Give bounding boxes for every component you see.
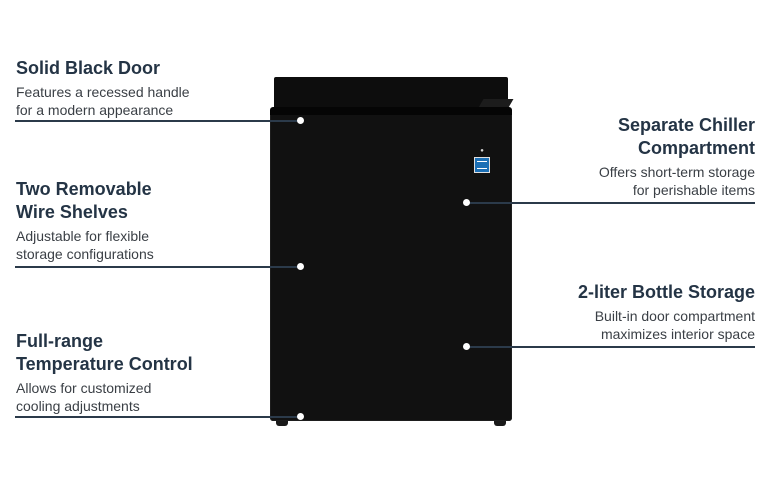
callout-description-line: Built-in door compartment: [594, 308, 755, 324]
callout-description: Features a recessed handle for a modern …: [16, 83, 190, 119]
callout-chiller-compartment: Separate Chiller Compartment Offers shor…: [599, 114, 755, 199]
callout-description: Offers short-term storage for perishable…: [599, 163, 755, 199]
marker-dot-bottle: [463, 343, 470, 350]
callout-wire-shelves: Two Removable Wire Shelves Adjustable fo…: [16, 178, 154, 263]
callout-title-line: Separate Chiller: [617, 115, 755, 135]
callout-title: 2-liter Bottle Storage: [577, 282, 755, 302]
leader-line-chiller: [467, 202, 755, 204]
leader-line-bottle: [467, 346, 755, 348]
callout-solid-black-door: Solid Black Door Features a recessed han…: [16, 57, 190, 119]
callout-description-line: maximizes interior space: [600, 326, 755, 342]
door-top-edge: [270, 107, 512, 115]
marker-dot-shelves: [297, 263, 304, 270]
callout-bottle-storage: 2-liter Bottle Storage Built-in door com…: [578, 281, 755, 343]
callout-title: Two Removable Wire Shelves: [16, 178, 154, 224]
energy-star-icon: [474, 157, 490, 173]
callout-title-line: Full-range: [16, 331, 104, 351]
callout-description: Allows for customized cooling adjustment…: [16, 379, 193, 415]
fridge-foot-left: [276, 421, 288, 426]
leader-line-shelves: [15, 266, 302, 268]
refrigerator-top: [274, 77, 508, 111]
callout-description-line: Adjustable for flexible: [16, 228, 150, 244]
callout-description: Adjustable for flexible storage configur…: [16, 227, 154, 263]
callout-title: Solid Black Door: [16, 58, 161, 78]
leader-line-door: [15, 120, 302, 122]
marker-dot-temperature: [297, 413, 304, 420]
callout-description-line: Allows for customized: [16, 380, 152, 396]
marker-dot-door: [297, 117, 304, 124]
callout-description-line: Features a recessed handle: [16, 84, 190, 100]
callout-title: Separate Chiller Compartment: [599, 114, 755, 160]
callout-description-line: cooling adjustments: [16, 398, 140, 414]
callout-description-line: Offers short-term storage: [598, 164, 755, 180]
callout-description: Built-in door compartment maximizes inte…: [578, 307, 755, 343]
callout-title-line: Temperature Control: [16, 354, 193, 374]
callout-description-line: for perishable items: [632, 182, 755, 198]
callout-description-line: for a modern appearance: [16, 102, 174, 118]
callout-title-line: Two Removable: [16, 179, 152, 199]
callout-title-line: Wire Shelves: [16, 202, 128, 222]
callout-temperature-control: Full-range Temperature Control Allows fo…: [16, 330, 193, 415]
callout-title: Full-range Temperature Control: [16, 330, 193, 376]
marker-dot-chiller: [463, 199, 470, 206]
leader-line-temperature: [15, 416, 302, 418]
refrigerator-image: ●: [270, 77, 514, 426]
callout-title-line: Compartment: [637, 138, 755, 158]
refrigerator-door: [270, 111, 512, 421]
brand-logo-icon: ●: [480, 148, 484, 154]
fridge-foot-right: [494, 421, 506, 426]
callout-description-line: storage configurations: [16, 246, 154, 262]
